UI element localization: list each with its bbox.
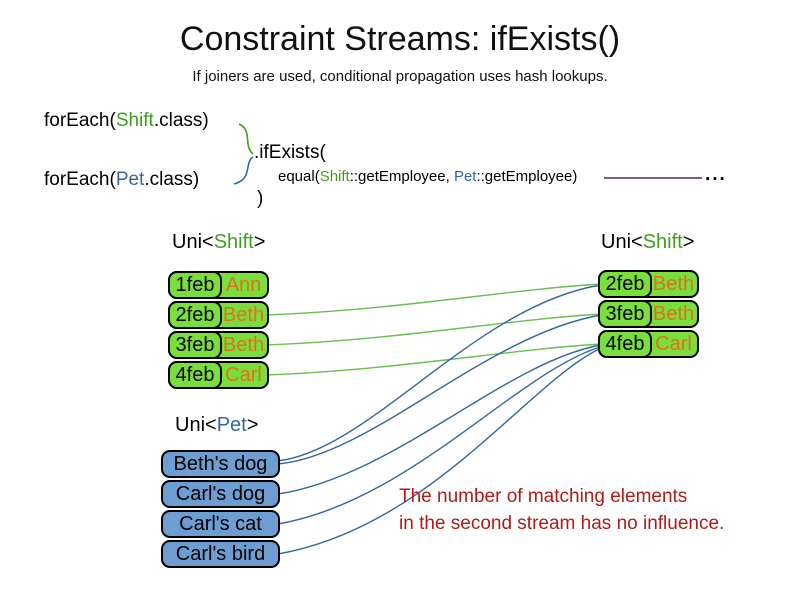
pet-table-label: Uni<Pet> [175, 414, 258, 437]
shift-employee-cell: Ann [225, 273, 262, 296]
exists-line-carl-dog-4feb [277, 344, 602, 495]
pet-row: Beth's dog [161, 450, 280, 478]
label-text: > [253, 231, 266, 253]
shift-date-cell: 2feb [598, 270, 652, 298]
shift-type-token: Shift [642, 231, 683, 253]
shift-date-cell: 4feb [168, 361, 222, 389]
shift-date-cell: 2feb [168, 301, 222, 329]
code-text: ::getEmployee) [476, 168, 578, 185]
code-ellipsis: ... [705, 164, 727, 185]
brace-shift-curve [238, 123, 254, 155]
shift-row: 4feb Carl [598, 330, 699, 358]
label-text: Uni< [172, 231, 214, 253]
shift-date-cell: 4feb [598, 330, 652, 358]
pet-row: Carl's dog [161, 480, 280, 508]
shift-date-cell: 3feb [168, 331, 222, 359]
code-foreach-shift: forEach(Shift.class) [44, 110, 209, 132]
label-text: > [682, 231, 695, 253]
shift-type-token: Shift [213, 231, 254, 253]
shift-employee-cell: Beth [652, 272, 695, 295]
label-text: Uni< [601, 231, 643, 253]
code-text: .class) [153, 110, 209, 131]
right-shift-table-label: Uni<Shift> [601, 231, 694, 254]
shift-class-token: Shift [319, 168, 350, 185]
shift-class-token: Shift [115, 110, 154, 131]
code-text: ::getEmployee, [349, 168, 454, 185]
code-ifexists: .ifExists( [254, 142, 326, 163]
right-shift-table: 2feb Beth 3feb Beth 4feb Carl [598, 270, 699, 360]
code-text: forEach( [44, 110, 116, 131]
pet-class-token: Pet [453, 168, 477, 185]
pet-class-token: Pet [115, 169, 145, 190]
code-equal-joiner: equal(Shift::getEmployee, Pet::getEmploy… [278, 168, 577, 185]
left-shift-table: 1feb Ann 2feb Beth 3feb Beth 4feb Carl [168, 271, 269, 391]
code-text: forEach( [44, 169, 116, 190]
exists-line-beth-dog-2feb [276, 284, 602, 462]
shift-date-cell: 1feb [168, 271, 222, 299]
match-line-2feb [264, 283, 603, 316]
pet-row: Carl's cat [161, 510, 280, 538]
shift-row: 1feb Ann [168, 271, 269, 299]
shift-employee-cell: Beth [222, 333, 265, 356]
code-text: equal( [278, 168, 320, 185]
influence-note-line2: in the second stream has no influence. [399, 513, 725, 534]
match-line-3feb [264, 313, 603, 346]
shift-employee-cell: Beth [652, 302, 695, 325]
shift-row: 3feb Beth [168, 331, 269, 359]
slide-title: Constraint Streams: ifExists() [179, 20, 621, 58]
shift-row: 2feb Beth [598, 270, 699, 298]
code-text: .class) [144, 169, 200, 190]
label-text: > [246, 414, 259, 436]
code-foreach-pet: forEach(Pet.class) [44, 169, 199, 191]
shift-employee-cell: Beth [222, 303, 265, 326]
slide-subtitle: If joiners are used, conditional propaga… [192, 68, 608, 85]
shift-row: 2feb Beth [168, 301, 269, 329]
shift-row: 4feb Carl [168, 361, 269, 389]
shift-date-cell: 3feb [598, 300, 652, 328]
code-close-paren: ) [257, 188, 264, 209]
pet-type-token: Pet [216, 414, 247, 436]
left-shift-table-label: Uni<Shift> [172, 231, 265, 254]
label-text: Uni< [175, 414, 217, 436]
shift-employee-cell: Carl [225, 363, 262, 386]
brace-pet-curve [233, 156, 254, 185]
influence-note: The number of matching elements in the s… [399, 483, 724, 537]
match-line-4feb [264, 343, 603, 376]
influence-note-line1: The number of matching elements [399, 486, 688, 507]
pet-table: Beth's dog Carl's dog Carl's cat Carl's … [161, 450, 280, 570]
exists-line-beth-dog-3feb [276, 314, 602, 465]
shift-row: 3feb Beth [598, 300, 699, 328]
shift-employee-cell: Carl [655, 332, 692, 355]
pet-row: Carl's bird [161, 540, 280, 568]
